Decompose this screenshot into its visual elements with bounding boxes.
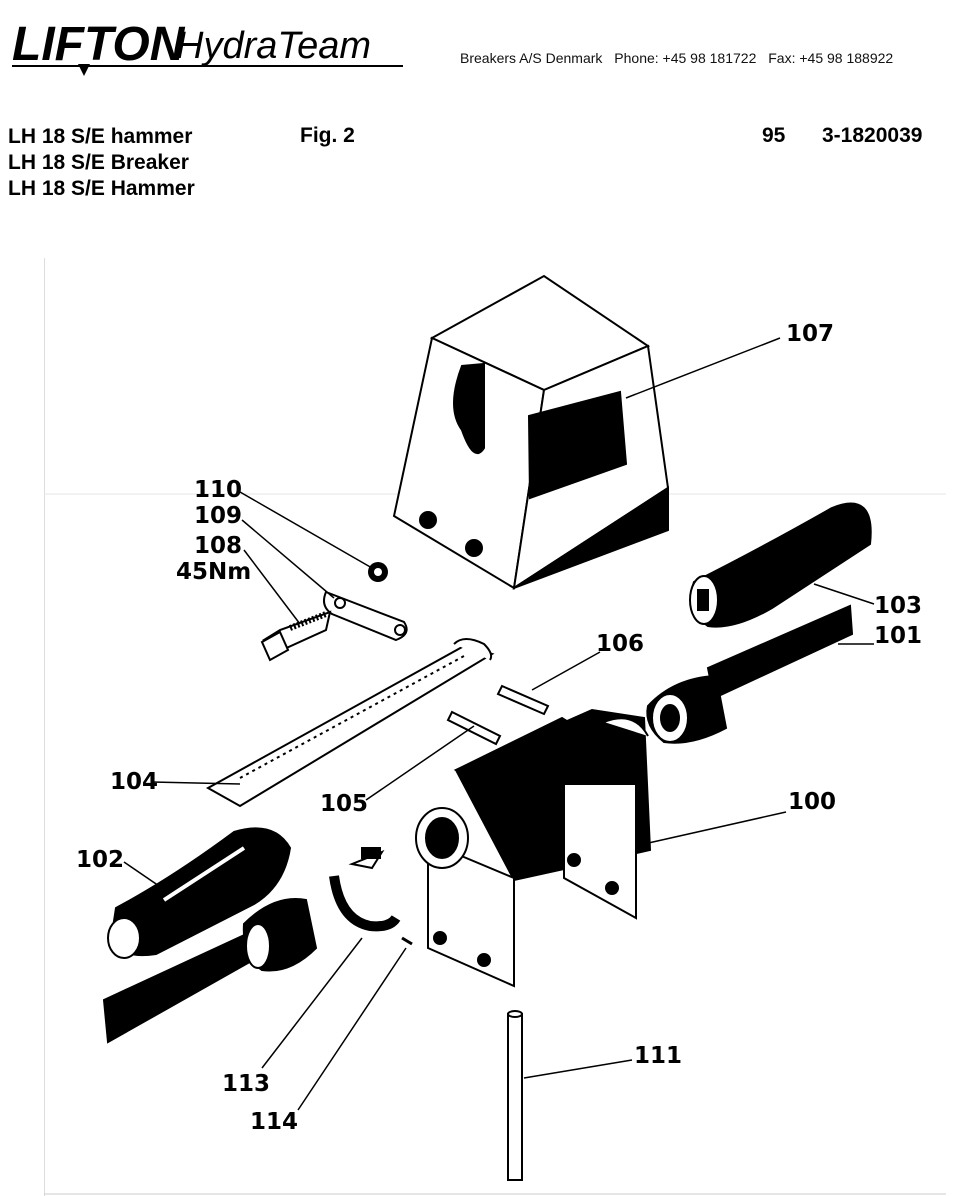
callout-109: 109 [194,503,243,529]
callout-113: 113 [222,1071,271,1097]
callout-104: 104 [110,769,159,795]
part-106-pin [496,684,550,716]
part-103-handle-grip [689,502,872,628]
contact-line: Breakers A/S Denmark Phone: +45 98 18172… [460,50,956,66]
callout-108: 108 [194,533,243,559]
part-105-pin [446,710,502,746]
callout-107: 107 [786,321,835,347]
callout-102: 102 [76,847,125,873]
part-102-handle [102,827,318,1044]
callout-103: 103 [874,593,923,619]
figure-label: Fig. 2 [300,124,355,147]
model-title-1: LH 18 S/E hammer [8,125,193,148]
callout-105: 105 [320,791,369,817]
part-104-spring-strip [205,638,495,808]
part-100-main-body [415,708,652,988]
callout-114: 114 [250,1109,299,1135]
part-114-small-pin [401,936,413,946]
lifton-logo: LIFTON HydraTeam [8,6,408,76]
document-part-number: 3-1820039 [822,124,923,147]
fax-number: Fax: +45 98 188922 [768,50,894,66]
callout-111: 111 [634,1043,683,1069]
callout-108-torque: 45Nm [176,559,252,585]
model-title-2: LH 18 S/E Breaker [8,151,189,174]
part-101-handle-bar [646,604,854,744]
phone-number: Phone: +45 98 181722 [614,50,757,66]
model-titles: LH 18 S/E hammer LH 18 S/E Breaker LH 18… [8,124,195,202]
callout-100: 100 [788,789,837,815]
model-title-3: LH 18 S/E Hammer [8,177,195,200]
callout-106: 106 [596,631,645,657]
company-name: Breakers A/S Denmark [460,50,603,66]
logo-word-lifton: LIFTON [12,18,186,71]
part-108-bolt [260,610,332,662]
part-110-washer [368,562,388,582]
part-111-rod [507,1010,523,1181]
document-code-year: 95 [762,124,786,147]
callout-110: 110 [194,477,243,503]
part-113-clip-spring [329,847,401,932]
part-107-housing [392,274,670,591]
exploded-parts-diagram: 107 110 109 108 45Nm 103 101 106 104 105… [44,258,946,1196]
part-109-lock-plate [323,590,408,642]
logo-word-hydrateam: HydraTeam [176,25,371,67]
callout-101: 101 [874,623,923,649]
